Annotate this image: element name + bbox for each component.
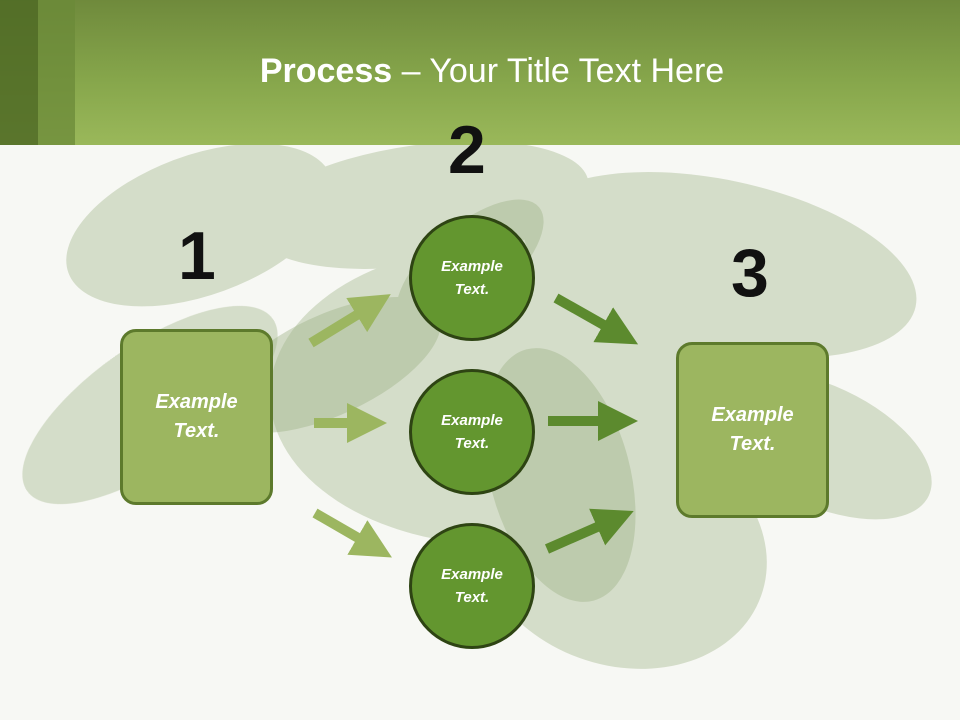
arrow-circle-top-to-box3 (553, 293, 639, 345)
arrow-box1-to-circle-top (308, 294, 391, 348)
step-2-circle-top: Example Text. (409, 215, 535, 341)
step-number-3: 3 (731, 235, 769, 311)
step-number-1: 1 (178, 218, 216, 294)
step-1-text: Example Text. (155, 391, 238, 442)
step-2-circle-bottom: Example Text. (409, 523, 535, 649)
step-1-box: Example Text. (120, 329, 273, 505)
decorative-stripe (38, 0, 75, 145)
circle-bottom-text: Example Text. (441, 566, 503, 606)
step-3-box: Example Text. (676, 342, 829, 518)
decorative-stripe (0, 0, 38, 145)
title-bar (0, 0, 960, 145)
title-rest: – Your Title Text Here (392, 52, 725, 90)
arrow-box1-to-circle-bottom (312, 508, 392, 558)
step-2-circle-middle: Example Text. (409, 369, 535, 495)
circle-middle-text: Example Text. (441, 412, 503, 452)
title-bold: Process (259, 52, 393, 90)
step-number-2: 2 (448, 112, 486, 188)
arrow-circle-bottom-to-box3 (544, 508, 634, 554)
slide-title: Process – Your Title Text Here (0, 52, 960, 91)
step-3-text: Example Text. (711, 404, 794, 455)
circle-top-text: Example Text. (441, 258, 503, 298)
